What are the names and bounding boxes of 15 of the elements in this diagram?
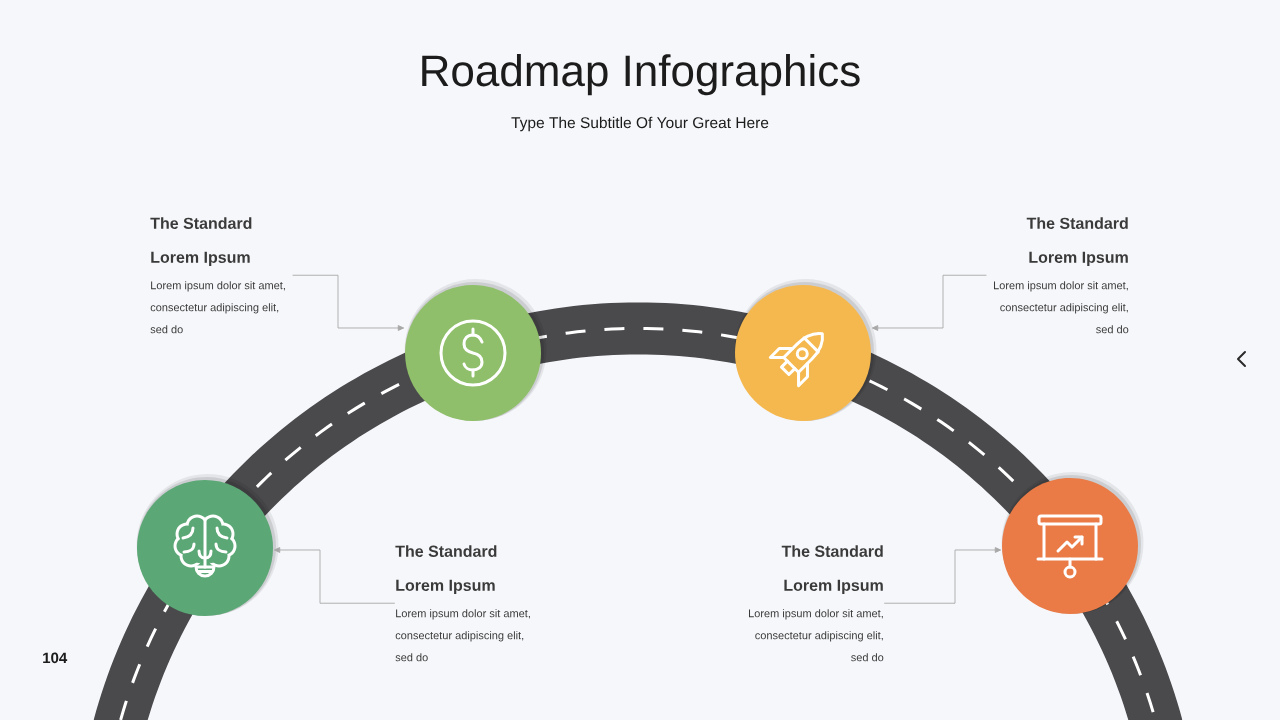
heading: The Standard Lorem Ipsum	[150, 217, 252, 267]
heading: The Standard Lorem Ipsum	[395, 545, 497, 595]
page-number: 104	[43, 652, 68, 664]
body-text: Lorem ipsum dolor sit amet, consectetur adipiscing elit, sed do	[150, 281, 285, 334]
leader-arrow	[292, 274, 405, 331]
heading: The Standard Lorem Ipsum	[1026, 217, 1128, 267]
body-text: Lorem ipsum dolor sit amet, consectetur adipiscing elit, sed do	[994, 281, 1129, 334]
subtitle: Type The Subtitle Of Your Great Here	[511, 116, 769, 132]
body-text: Lorem ipsum dolor sit amet, consectetur adipiscing elit, sed do	[395, 609, 530, 662]
body-text: Lorem ipsum dolor sit amet, consectetur adipiscing elit, sed do	[749, 609, 884, 662]
leader-arrow	[871, 274, 987, 331]
heading: The Standard Lorem Ipsum	[781, 545, 883, 595]
leader-arrow	[883, 547, 1002, 604]
title: Roadmap Infographics	[422, 54, 860, 96]
leader-arrow	[273, 547, 396, 604]
